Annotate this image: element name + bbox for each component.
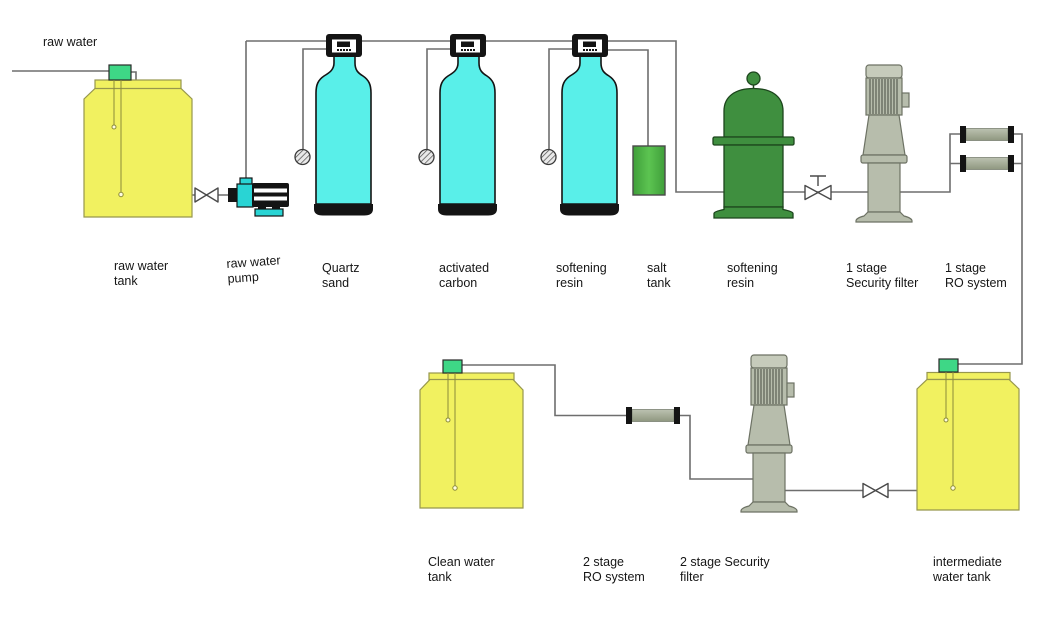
vessel-base (713, 206, 794, 219)
label-activated-carbon: activated carbon (439, 261, 490, 290)
pipe-ro1-to-intermediate (958, 133, 1023, 365)
pipe-ro2-to-clean-tank (462, 364, 626, 417)
label-2-stage-security-filter: 2 stage Security filter (680, 555, 770, 584)
vessel-body (723, 144, 784, 208)
vessel-knob (746, 71, 761, 86)
label-raw-water-tank: raw water tank (114, 259, 169, 288)
label-clean-water-tank: Clean water tank (428, 555, 495, 584)
tank-body (916, 378, 1020, 511)
salt-tank (632, 145, 666, 196)
tank-cap (108, 64, 132, 81)
clean-water-tank (419, 359, 524, 509)
filter-vessel-quartz-sand (294, 33, 374, 217)
pump-inlet (228, 188, 238, 202)
tank-body (419, 378, 524, 509)
label-salt-tank: salt tank (647, 261, 671, 290)
ro-system-1 (959, 125, 1015, 173)
filter-vessel-activated-carbon (418, 33, 498, 217)
ro-membrane-2 (625, 406, 681, 425)
filter-vessel-softening-resin (540, 33, 620, 217)
security-filter-pump-2 (740, 354, 798, 513)
ro-membrane-1b (959, 154, 1015, 173)
softening-resin-vessel (712, 71, 795, 219)
label-softening-resin-1: softening resin (556, 261, 607, 290)
intermediate-tank-outlet-valve-icon (862, 482, 889, 499)
raw-water-pump (228, 177, 289, 217)
vessel-flange (712, 136, 795, 146)
pump-motor (252, 183, 289, 207)
ro-membrane-1a (959, 125, 1015, 144)
vessel-outlet-valve-icon (804, 175, 832, 201)
security-filter-pump-1 (855, 64, 913, 223)
label-raw-water-pump: raw water pump (226, 253, 282, 286)
raw-water-tank (83, 64, 193, 218)
tank-lid (94, 79, 182, 90)
tank-cap (442, 359, 463, 374)
tank-lid (926, 371, 1011, 381)
label-quartz-sand: Quartz sand (322, 261, 360, 290)
pipe-pump2-to-ro2 (679, 414, 753, 480)
vessel-dome (723, 87, 784, 138)
pump-base (254, 208, 284, 217)
label-softening-resin-2: softening resin (727, 261, 778, 290)
label-2-stage-ro-system: 2 stage RO system (583, 555, 645, 584)
label-intermediate-water-tank: intermediate water tank (933, 555, 1002, 584)
pump-head (236, 183, 254, 208)
label-raw-water-feed: raw water (43, 35, 98, 49)
raw-tank-outlet-valve-icon (194, 187, 219, 203)
label-1-stage-ro-system: 1 stage RO system (945, 261, 1007, 290)
intermediate-water-tank (916, 358, 1020, 511)
label-1-stage-security-filter: 1 stage Security filter (846, 261, 919, 290)
pipe-raw-cap-stub (131, 71, 137, 80)
pipe-salt-tank-feed (607, 49, 649, 146)
tank-body (83, 87, 193, 218)
pipe-pump1-to-ro (900, 133, 960, 193)
tank-cap (938, 358, 959, 373)
